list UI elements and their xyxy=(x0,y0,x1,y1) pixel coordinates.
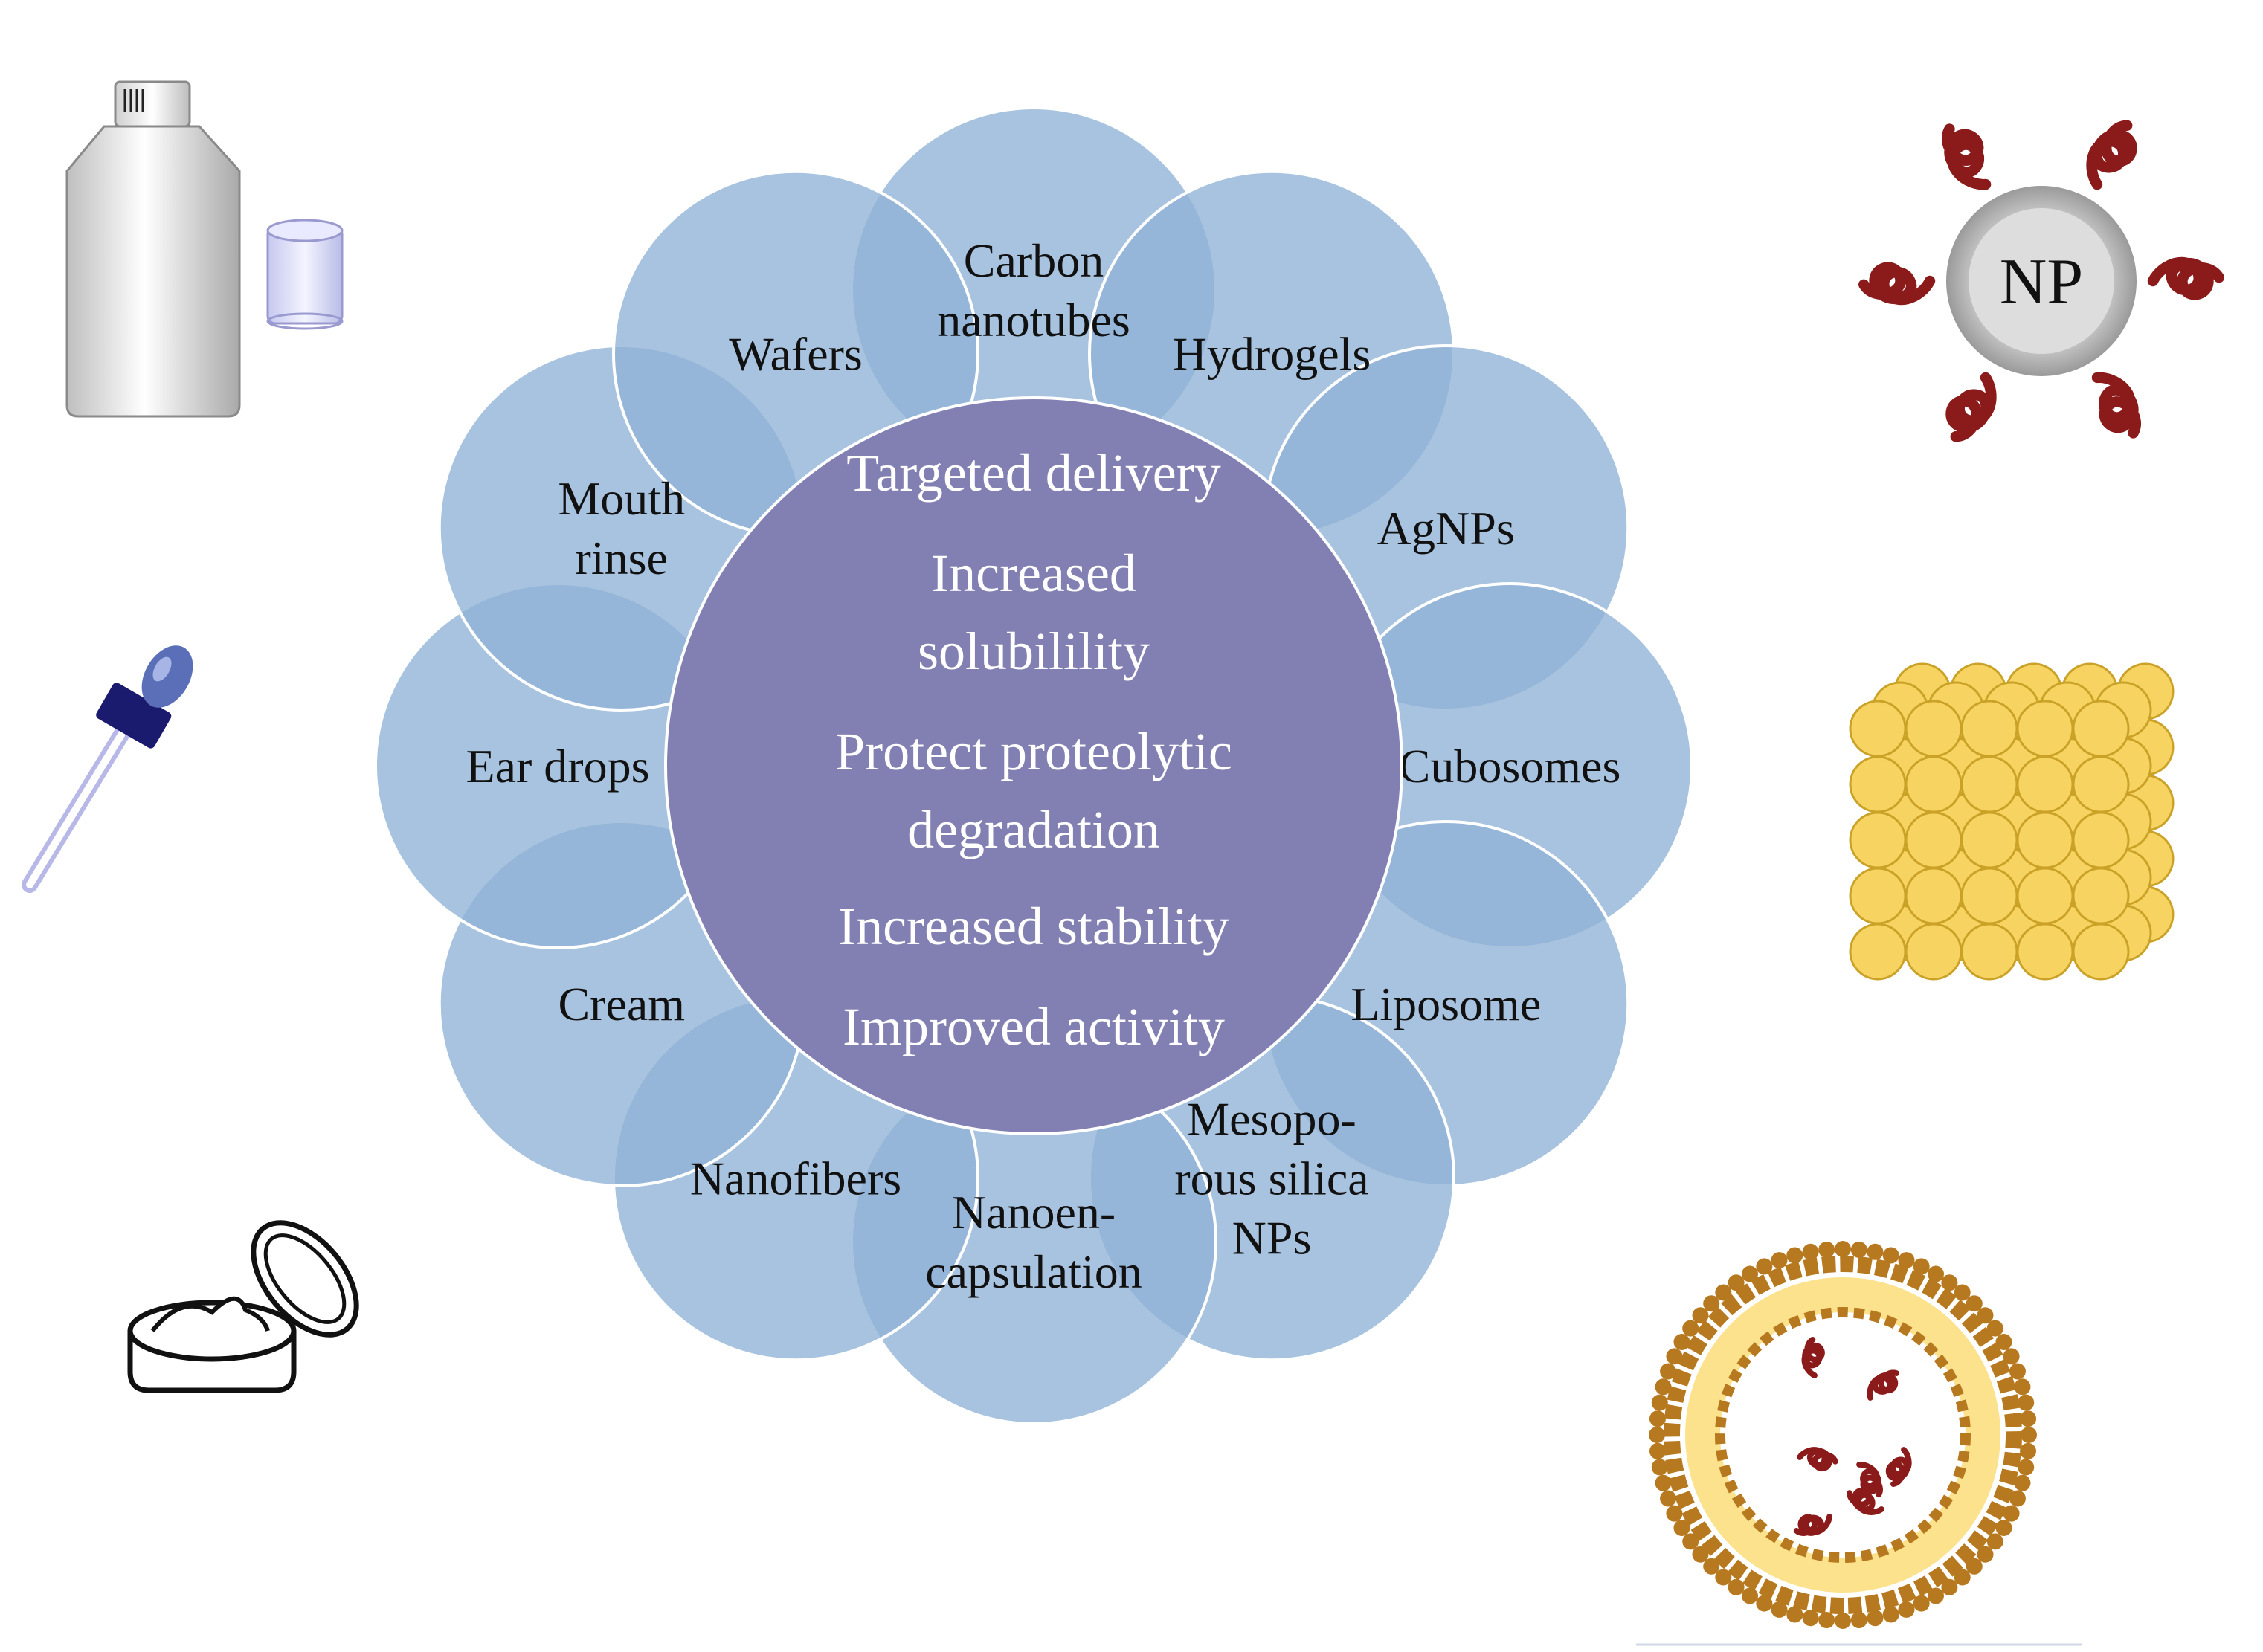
bottle-and-cup-icon xyxy=(65,80,344,418)
satellite-label-liposome: Liposome xyxy=(1351,978,1541,1030)
satellite-label-agnps: AgNPs xyxy=(1377,502,1515,555)
satellite-label-cubosomes: Cubosomes xyxy=(1399,740,1621,793)
satellite-label-nanofibers: Nanofibers xyxy=(690,1152,901,1204)
satellite-label-nanoencapsulation: Nanoen-capsulation xyxy=(925,1186,1142,1298)
nanoparticle-icon: NP xyxy=(1858,120,2225,442)
satellite-label-hydrogels: Hydrogels xyxy=(1173,328,1371,381)
cream-jar-icon xyxy=(127,1220,359,1393)
satellite-label-wafers: Wafers xyxy=(729,328,863,381)
nanoparticle-label: NP xyxy=(2000,246,2084,318)
satellite-label-ear-drops: Ear drops xyxy=(466,740,649,793)
cubosome-icon xyxy=(1849,662,2175,981)
satellite-label-cream: Cream xyxy=(558,978,685,1030)
dropper-icon xyxy=(22,645,193,893)
liposome-icon xyxy=(1649,1241,2037,1629)
